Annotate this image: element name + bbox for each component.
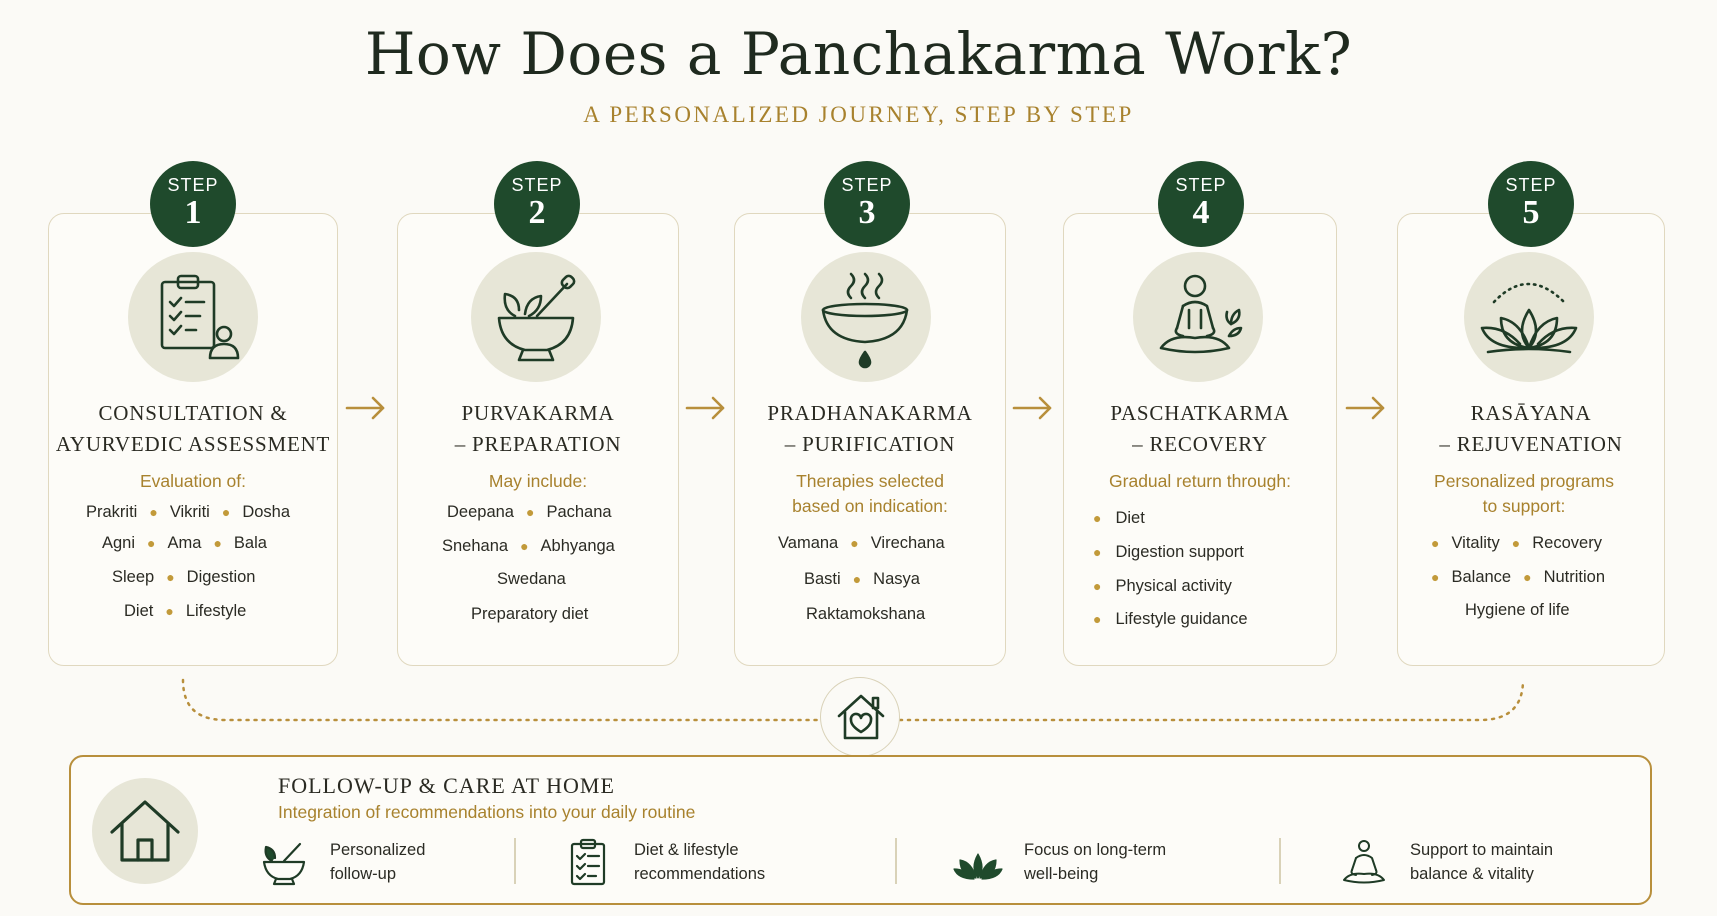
step-title-5: RASĀYANA– REJUVENATION (1439, 401, 1623, 456)
step-badge-2: STEP 2 (494, 161, 580, 247)
lotus-icon (953, 853, 1003, 880)
followup-panel (69, 755, 1652, 905)
mortar-pestle-icon (262, 842, 306, 886)
lotus-icon (1464, 252, 1594, 382)
step-subtitle-2: May include: (488, 471, 588, 491)
step-badge-4: STEP 4 (1158, 161, 1244, 247)
clipboard-checklist-person-icon (128, 252, 258, 382)
page-title: How Does a Panchakarma Work? (364, 20, 1353, 88)
meditating-person-icon (1133, 252, 1263, 382)
step-subtitle-4: Gradual return through: (1109, 471, 1291, 491)
clipboard-checklist-icon (570, 838, 606, 886)
step-number: 2 (528, 194, 546, 231)
followup-subtitle: Integration of recommendations into your… (278, 802, 696, 822)
step-badge-label: STEP (841, 175, 893, 195)
step-title-4: PASCHATKARMA– RECOVERY (1110, 401, 1290, 456)
step-number: 3 (858, 194, 876, 231)
step-badge-5: STEP 5 (1488, 161, 1574, 247)
step-badge-label: STEP (167, 175, 219, 195)
step-title-3: PRADHANAKARMA– PURIFICATION (767, 401, 973, 456)
house-icon (92, 778, 198, 884)
step-badge-label: STEP (1175, 175, 1227, 195)
arrow-right-icon (1345, 396, 1385, 420)
step-number: 5 (1522, 194, 1540, 231)
arrow-right-icon (1012, 396, 1052, 420)
followup-title: FOLLOW-UP & CARE AT HOME (278, 773, 615, 798)
arrow-right-icon (345, 396, 385, 420)
divider (895, 838, 897, 884)
home-heart-icon (820, 677, 900, 757)
step-badge-3: STEP 3 (824, 161, 910, 247)
divider (514, 838, 516, 884)
meditating-person-icon (1343, 840, 1385, 884)
divider (1279, 838, 1281, 884)
steaming-bowl-icon (801, 252, 931, 382)
page-subtitle: A PERSONALIZED JOURNEY, STEP BY STEP (583, 102, 1134, 127)
step-badge-1: STEP 1 (150, 161, 236, 247)
mortar-pestle-icon (471, 252, 601, 382)
step-badge-label: STEP (511, 175, 563, 195)
step-number: 1 (184, 194, 202, 231)
step-badge-label: STEP (1505, 175, 1557, 195)
arrow-right-icon (685, 396, 725, 420)
step-title-2: PURVAKARMA– PREPARATION (454, 401, 622, 456)
step-number: 4 (1192, 194, 1210, 231)
step-subtitle-1: Evaluation of: (139, 471, 247, 491)
step-title-1: CONSULTATION &AYURVEDIC ASSESSMENT (55, 401, 331, 456)
